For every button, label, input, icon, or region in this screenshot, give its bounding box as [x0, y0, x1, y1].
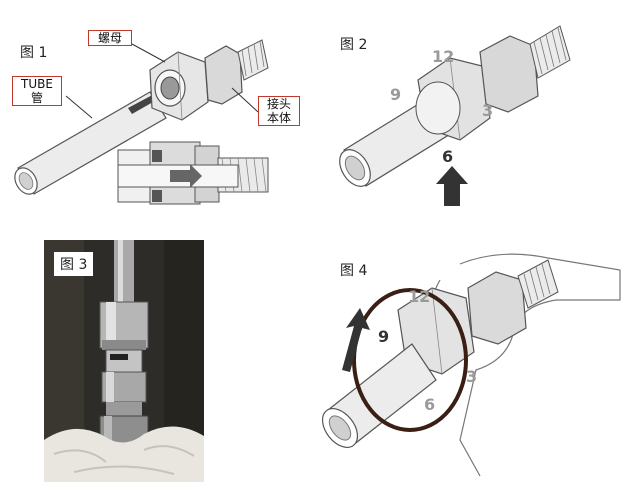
- photo-nut: [99, 301, 149, 350]
- photo-cloth: [44, 426, 204, 482]
- photo-tube: [114, 240, 134, 310]
- nut: [415, 57, 491, 141]
- figure-3-photo: 图 3: [44, 240, 204, 482]
- clock-mark-3: 3: [466, 367, 477, 386]
- nut-leader: [131, 43, 166, 63]
- clock-mark-9: 9: [378, 327, 389, 346]
- tube-callout-line2: 管: [30, 91, 43, 105]
- figure-3-drawing: [44, 240, 204, 482]
- clock-mark-6: 6: [424, 395, 435, 414]
- clock-mark-12: 12: [432, 47, 454, 66]
- cross-section: [117, 141, 269, 205]
- up-arrow-icon: [436, 166, 468, 206]
- body-leader: [231, 87, 259, 113]
- clock-mark-12: 12: [408, 287, 430, 306]
- figure-2: 图 2 12 3 6 9: [320, 0, 640, 230]
- clock-mark-3: 3: [482, 101, 493, 120]
- clock-mark-9: 9: [390, 85, 401, 104]
- nut-callout-text: 螺母: [97, 31, 122, 45]
- figure-2-label: 图 2: [340, 37, 368, 53]
- figure-3-label: 图 3: [54, 252, 94, 276]
- body-callout-line2: 本体: [266, 111, 291, 125]
- figure-1: 图 1: [0, 0, 320, 230]
- fitting-body: [479, 25, 571, 113]
- figure-2-drawing: 12 3 6 9: [339, 25, 571, 206]
- body-callout: 接头 本体: [258, 96, 300, 126]
- tube-callout-line1: TUBE: [21, 77, 53, 91]
- tube-callout: TUBE 管: [12, 76, 62, 106]
- tube: [321, 343, 437, 448]
- figure-4-label: 图 4: [340, 263, 368, 279]
- tube-leader: [65, 95, 93, 119]
- figure-1-label: 图 1: [20, 45, 48, 61]
- clock-marks: 12 3 6 9: [390, 47, 493, 166]
- body-callout-line1: 接头: [266, 97, 291, 111]
- tube: [14, 91, 167, 195]
- nut: [149, 51, 209, 121]
- figure-1-drawing: [14, 39, 269, 205]
- rotation-ring: [352, 288, 468, 432]
- rotation-arrow-icon: [342, 308, 370, 372]
- clock-mark-6: 6: [442, 147, 453, 166]
- fitting-body: [204, 39, 269, 105]
- clock-marks: 12 3 6 9: [378, 287, 477, 414]
- figure-4: 图 4 12 3 6 9: [320, 240, 640, 496]
- nut-callout: 螺母: [88, 30, 132, 46]
- fitting-body: [467, 259, 559, 345]
- figure-4-drawing: 12 3 6 9: [321, 253, 621, 477]
